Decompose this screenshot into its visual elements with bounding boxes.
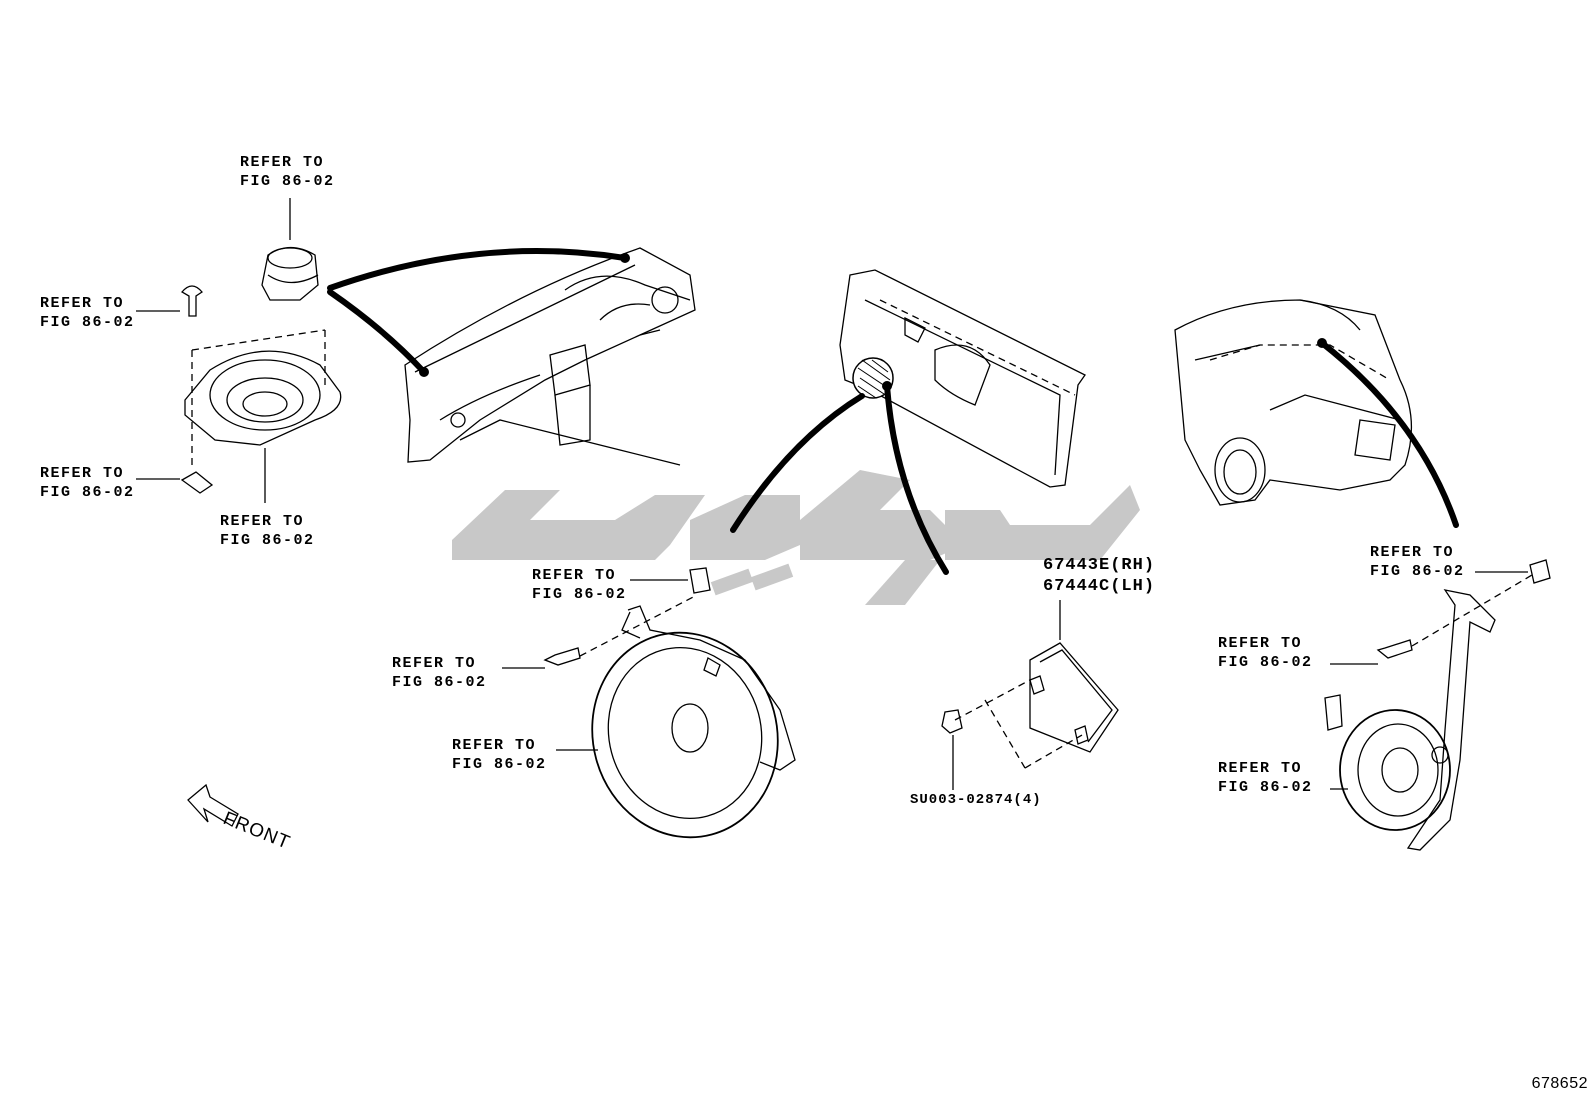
leader-dash-tweeter-2 [327, 289, 427, 375]
fig-line: FIG 86-02 [1218, 654, 1313, 671]
refer-label-mid-clip: REFER TO FIG 86-02 [532, 566, 627, 604]
leader-dash-tweeter [327, 248, 628, 291]
amplifier-unit [941, 600, 1119, 790]
fig-line: FIG 86-02 [40, 314, 135, 331]
fig-line: FIG 86-02 [220, 532, 315, 549]
leader-door-speaker [730, 393, 865, 533]
refer-line: REFER TO [40, 465, 125, 482]
fig-line: FIG 86-02 [452, 756, 547, 773]
door-speaker [502, 567, 796, 839]
nut-part-number: SU003-02874(4) [910, 791, 1042, 810]
rear-speaker-bracket [1324, 559, 1551, 851]
refer-label-left-upper: REFER TO FIG 86-02 [40, 294, 135, 332]
door-panel-illustration [839, 269, 1086, 488]
illustration-number: 678652 [1531, 1075, 1588, 1092]
marker-dot [620, 253, 630, 263]
fig-line: FIG 86-02 [1370, 563, 1465, 580]
fig-line: FIG 86-02 [240, 173, 335, 190]
dash-speaker-left [136, 285, 342, 503]
refer-line: REFER TO [240, 154, 325, 171]
refer-label-left-bottom: REFER TO FIG 86-02 [220, 512, 315, 550]
refer-line: REFER TO [220, 513, 305, 530]
dashboard-illustration [404, 247, 696, 466]
fig-line: FIG 86-02 [532, 586, 627, 603]
leader-rear-speaker [1319, 340, 1459, 528]
rear-car-illustration [1174, 299, 1413, 506]
part-number-nut: SU003-02874(4) [910, 792, 1042, 808]
refer-label-left-lower: REFER TO FIG 86-02 [40, 464, 135, 502]
refer-line: REFER TO [1218, 635, 1303, 652]
part-number-lh: 67444C(LH) [1043, 577, 1156, 596]
fig-line: FIG 86-02 [392, 674, 487, 691]
refer-line: REFER TO [1218, 760, 1303, 777]
refer-label-right-speaker: REFER TO FIG 86-02 [1218, 759, 1313, 797]
part-number-rh: 67443E(RH) [1043, 556, 1156, 575]
refer-label-right-screw: REFER TO FIG 86-02 [1218, 634, 1313, 672]
front-arrow-icon [187, 783, 239, 827]
refer-label-mid-speaker: REFER TO FIG 86-02 [452, 736, 547, 774]
dash-tweeter-grille [261, 198, 319, 301]
leader-door-amp [884, 383, 949, 575]
amplifier-part-numbers: 67443E(RH) 67444C(LH) [1043, 555, 1155, 597]
refer-line: REFER TO [392, 655, 477, 672]
refer-label-right-clip: REFER TO FIG 86-02 [1370, 543, 1465, 581]
refer-line: REFER TO [40, 295, 125, 312]
marker-dot [419, 367, 429, 377]
refer-label-top: REFER TO FIG 86-02 [240, 153, 335, 191]
refer-line: REFER TO [1370, 544, 1455, 561]
refer-line: REFER TO [452, 737, 537, 754]
fig-line: FIG 86-02 [40, 484, 135, 501]
refer-line: REFER TO [532, 567, 617, 584]
refer-label-mid-screw: REFER TO FIG 86-02 [392, 654, 487, 692]
fig-line: FIG 86-02 [1218, 779, 1313, 796]
